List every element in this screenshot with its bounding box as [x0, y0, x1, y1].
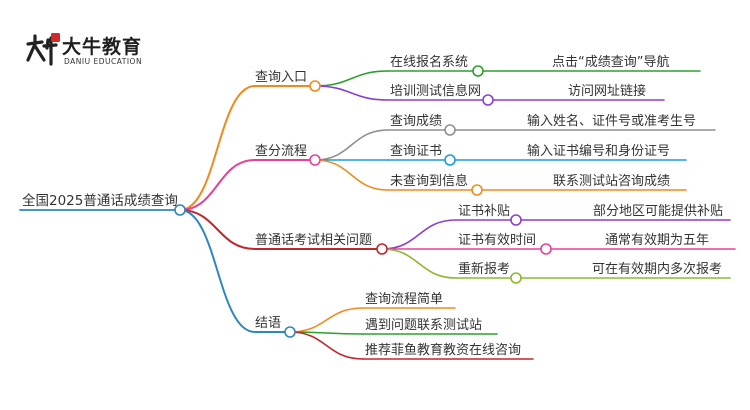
leaf-connector [289, 331, 364, 360]
branch-knot [284, 326, 296, 338]
branch-knot [309, 154, 321, 166]
branch-knot [376, 243, 388, 255]
leaf-label: 查询成绩 [390, 114, 443, 129]
leaf-connector [381, 219, 457, 250]
leaf-label: 推荐菲鱼教育教资在线咨询 [365, 343, 522, 358]
leaf-label: 遇到问题联系测试站 [365, 318, 483, 333]
leaf-knot [444, 124, 456, 136]
branch-connector [179, 209, 256, 250]
leaf-detail: 通常有效期为五年 [605, 233, 710, 248]
leaf-detail: 部分地区可能提供补贴 [593, 204, 724, 219]
leaf-knot [471, 184, 483, 196]
branch-connector [179, 85, 256, 211]
leaf-connector [381, 248, 457, 279]
root-knot [174, 204, 186, 216]
leaf-knot [444, 154, 456, 166]
leaf-knot [472, 65, 484, 77]
leaf-knot [510, 214, 522, 226]
root-topic: 全国2025普通话成绩查询 [22, 193, 178, 209]
branch-connector [179, 159, 256, 211]
leaf-label: 培训测试信息网 [390, 84, 482, 99]
leaf-detail: 联系测试站咨询成绩 [553, 174, 671, 189]
branch-label-faq: 普通话考试相关问题 [255, 233, 373, 248]
branch-label-entry: 查询入口 [255, 70, 308, 85]
leaf-detail: 输入姓名、证件号或准考生号 [527, 114, 697, 129]
leaf-connector [314, 129, 389, 161]
leaf-label: 在线报名系统 [390, 55, 469, 70]
logo-subtitle: DANIU EDUCATION [64, 57, 143, 66]
leaf-detail: 访问网址链接 [568, 84, 647, 99]
branch-label-process: 查分流程 [255, 144, 308, 159]
leaf-connector [314, 70, 389, 87]
leaf-connector [289, 307, 364, 333]
branch-label-conclusion: 结语 [255, 316, 282, 331]
leaf-label: 证书补贴 [458, 204, 511, 219]
leaf-knot [482, 94, 494, 106]
leaf-label: 证书有效时间 [458, 233, 537, 248]
leaf-detail: 可在有效期内多次报考 [592, 262, 723, 277]
leaf-detail: 输入证书编号和身份证号 [527, 144, 671, 159]
leaf-label: 未查询到信息 [390, 174, 469, 189]
branch-connector [179, 209, 256, 333]
logo-title: 大牛教育 [62, 36, 143, 58]
logo: 大牛教育 DANIU EDUCATION [22, 30, 172, 70]
leaf-detail: 点击“成绩查询”导航 [552, 55, 670, 70]
branch-knot [309, 80, 321, 92]
leaf-knot [540, 243, 552, 255]
logo-emblem-icon [26, 33, 60, 66]
leaf-connector [314, 159, 389, 191]
leaf-label: 重新报考 [458, 262, 511, 277]
leaf-connector [314, 85, 389, 101]
leaf-label: 查询流程简单 [365, 292, 444, 307]
leaf-label: 查询证书 [390, 144, 443, 159]
leaf-knot [510, 272, 522, 284]
